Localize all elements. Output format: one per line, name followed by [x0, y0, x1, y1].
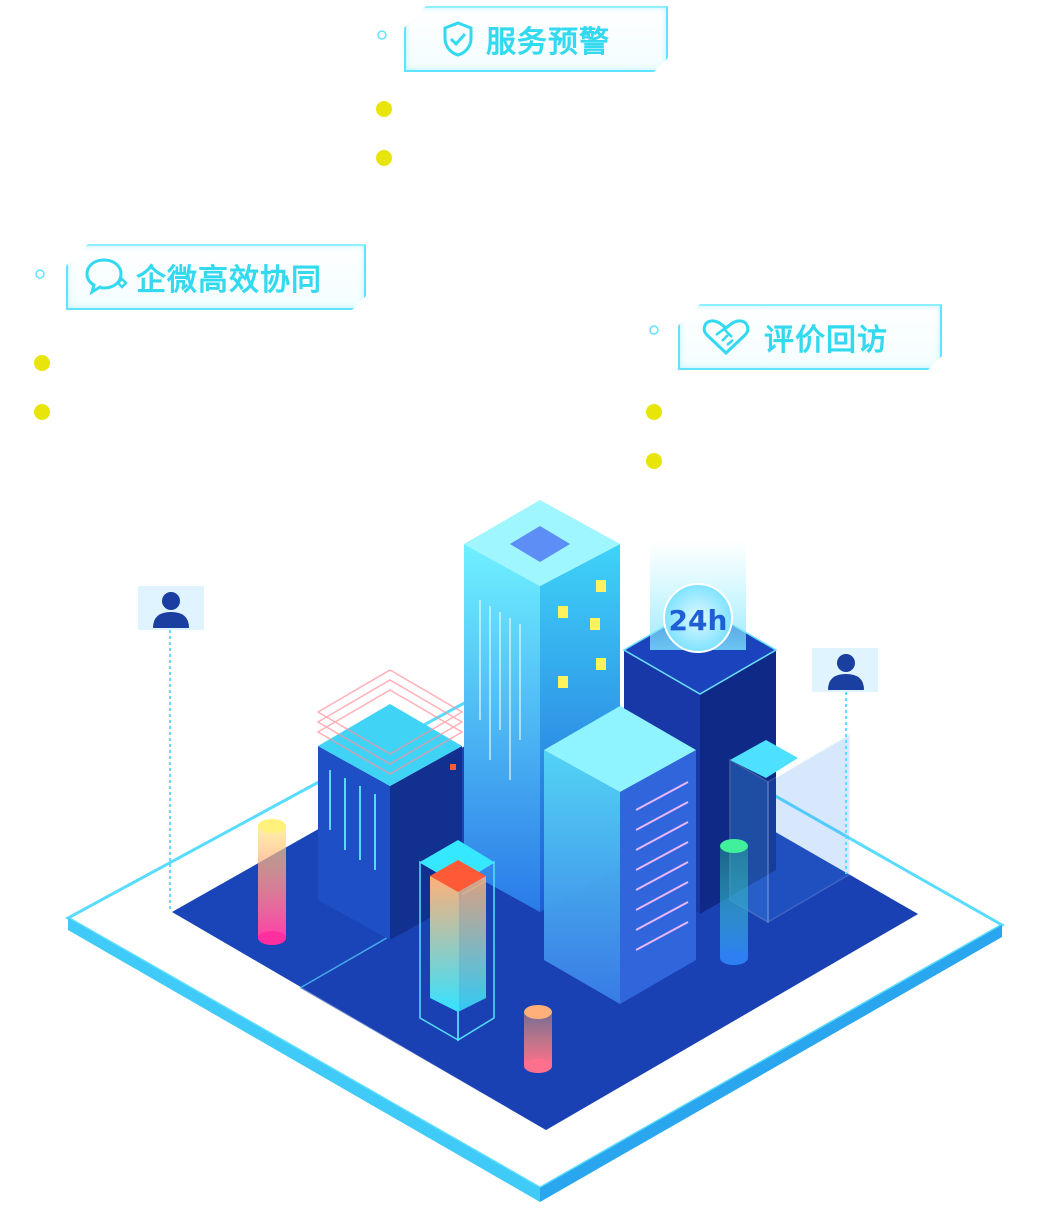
cylinder-pink	[524, 1005, 552, 1073]
building-left	[316, 669, 464, 940]
connector-pin	[35, 269, 45, 279]
bullet-dot	[34, 355, 50, 371]
handshake-heart-icon	[700, 315, 752, 359]
label-service-warning-text: 服务预警	[486, 25, 610, 60]
bullet-dot	[376, 150, 392, 166]
cylinder-green	[720, 839, 748, 965]
bullet-dot	[376, 101, 392, 117]
cylinder-magenta	[258, 819, 286, 945]
label-wecom-collab-text: 企微高效协同	[136, 263, 322, 298]
bullet-dot	[34, 404, 50, 420]
hours-badge: 24h	[663, 583, 733, 653]
label-review-visit-text: 评价回访	[764, 323, 888, 358]
connector-pin	[377, 30, 387, 40]
shield-check-icon	[438, 19, 478, 59]
user-marker-left	[138, 586, 204, 912]
hours-badge-text: 24h	[669, 604, 728, 637]
label-wecom-collab: 企微高效协同	[66, 244, 366, 310]
label-service-warning: 服务预警	[404, 6, 668, 72]
user-avatar-icon	[828, 654, 864, 690]
wecom-chat-icon	[82, 255, 132, 299]
user-avatar-icon	[153, 592, 189, 628]
bullet-dot	[646, 453, 662, 469]
label-review-visit: 评价回访	[678, 304, 942, 370]
bullet-dot	[646, 404, 662, 420]
user-marker-right	[812, 648, 878, 874]
pillar	[419, 840, 495, 1042]
connector-pin	[649, 325, 659, 335]
building-front	[544, 706, 696, 1004]
